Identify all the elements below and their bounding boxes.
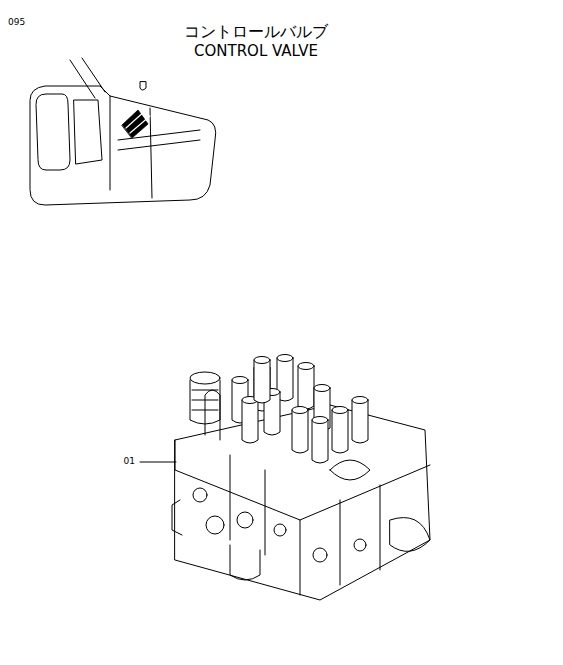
control-valve-drawing (172, 355, 430, 601)
spool-cap-top (312, 417, 328, 424)
spool-cap-top (314, 385, 330, 392)
spool-cap (312, 420, 328, 463)
spool-cap (298, 366, 314, 409)
spool-cap (352, 400, 368, 443)
excavator-sketch (30, 58, 216, 205)
title-english: CONTROL VALVE (194, 44, 318, 59)
spool-cap-top (292, 407, 308, 414)
page-number: 095 (8, 18, 25, 27)
spool-cap (332, 410, 348, 453)
spool-cap-top (352, 397, 368, 404)
callout-number: 01 (124, 457, 135, 466)
spool-cap-top (254, 357, 270, 364)
spool-cap-top (332, 407, 348, 414)
spool-cap-top (298, 363, 314, 370)
spool-cap-top (277, 355, 293, 362)
spool-cap-top (232, 377, 248, 384)
spool-cap (254, 360, 270, 403)
spool-cap (292, 410, 308, 453)
spool-cap (242, 400, 258, 443)
leader-line (140, 462, 176, 463)
title-japanese: コントロールバルブ (184, 24, 328, 40)
